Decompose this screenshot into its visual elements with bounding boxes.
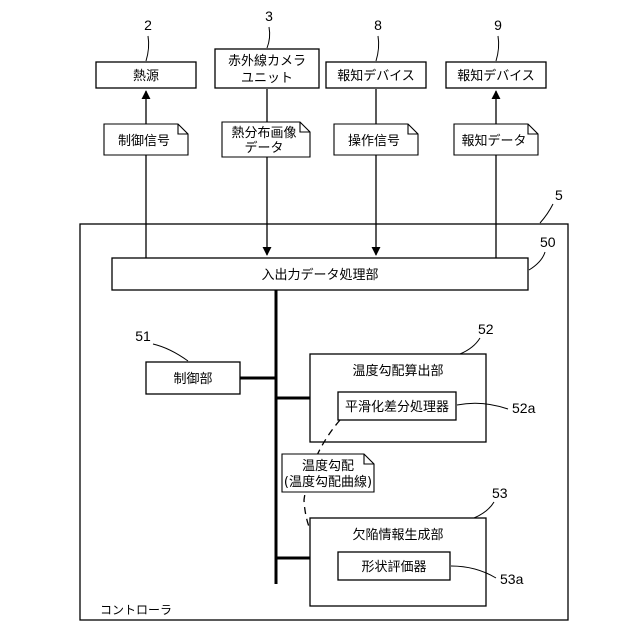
signal-control: 制御信号 xyxy=(104,124,188,155)
controller-label: コントローラ xyxy=(100,603,172,617)
ref-number-52: 52 xyxy=(478,321,494,337)
smoothing-difference-processor: 平滑化差分処理器 xyxy=(338,392,456,420)
ref-number-9: 9 xyxy=(494,17,502,33)
device-heat-source: 熱源 xyxy=(96,62,196,88)
ref-number-50: 50 xyxy=(540,234,556,250)
signal-operation-label: 操作信号 xyxy=(348,133,400,149)
ref-number-8: 8 xyxy=(374,17,382,33)
ref-number-53: 53 xyxy=(492,485,508,501)
device-heat-source-label: 熱源 xyxy=(133,69,159,84)
signal-operation: 操作信号 xyxy=(334,124,418,155)
io-data-processing-unit: 入出力データ処理部 xyxy=(112,258,528,290)
ref-leader-52 xyxy=(460,338,480,354)
signal-control-label: 制御信号 xyxy=(118,134,170,149)
ref-leader-50 xyxy=(529,252,545,270)
signal-notification-data: 報知データ xyxy=(454,124,538,155)
shape-evaluator: 形状評価器 xyxy=(338,552,450,580)
ref-number-52a: 52a xyxy=(512,400,536,416)
device-notification-9-label: 報知デバイス xyxy=(457,68,535,84)
signal-notification-data-label: 報知データ xyxy=(461,133,526,149)
smoothing-processor-label: 平滑化差分処理器 xyxy=(345,400,449,415)
shape-evaluator-label: 形状評価器 xyxy=(361,560,426,575)
signal-heat-image-label-line1: 熱分布画像 xyxy=(231,126,296,141)
device-ir-camera-label-line2: ユニット xyxy=(241,71,293,86)
ref-number-5: 5 xyxy=(555,187,563,203)
device-notification-8: 報知デバイス xyxy=(326,62,426,88)
gradient-unit-label: 温度勾配算出部 xyxy=(352,363,443,379)
ref-leader-53 xyxy=(474,502,494,518)
device-ir-camera-label-line1: 赤外線カメラ xyxy=(228,53,306,69)
device-ir-camera-unit: 赤外線カメラ ユニット xyxy=(215,49,319,88)
ref-leader-2 xyxy=(146,36,149,61)
ref-number-51: 51 xyxy=(135,328,151,344)
ref-leader-5 xyxy=(540,204,553,223)
ref-leader-9 xyxy=(496,36,499,61)
device-notification-8-label: 報知デバイス xyxy=(337,68,415,84)
device-notification-9: 報知デバイス xyxy=(446,62,546,88)
ref-leader-3 xyxy=(267,27,270,48)
gradient-note-line2: (温度勾配曲線) xyxy=(284,474,372,490)
ref-leader-8 xyxy=(376,36,379,61)
ref-leader-51 xyxy=(153,344,188,361)
signal-heat-image-label-line2: データ xyxy=(244,140,283,156)
ref-number-3: 3 xyxy=(265,8,273,24)
signal-heat-distribution-image: 熱分布画像 データ xyxy=(222,122,310,157)
gradient-note: 温度勾配 (温度勾配曲線) xyxy=(282,454,374,492)
defect-unit-label: 欠陥情報生成部 xyxy=(352,527,443,543)
io-unit-label: 入出力データ処理部 xyxy=(261,267,378,283)
gradient-note-line1: 温度勾配 xyxy=(302,458,354,474)
control-unit-label: 制御部 xyxy=(173,372,212,387)
control-unit: 制御部 xyxy=(146,362,240,394)
ref-number-2: 2 xyxy=(144,17,152,33)
ref-number-53a: 53a xyxy=(500,571,524,587)
